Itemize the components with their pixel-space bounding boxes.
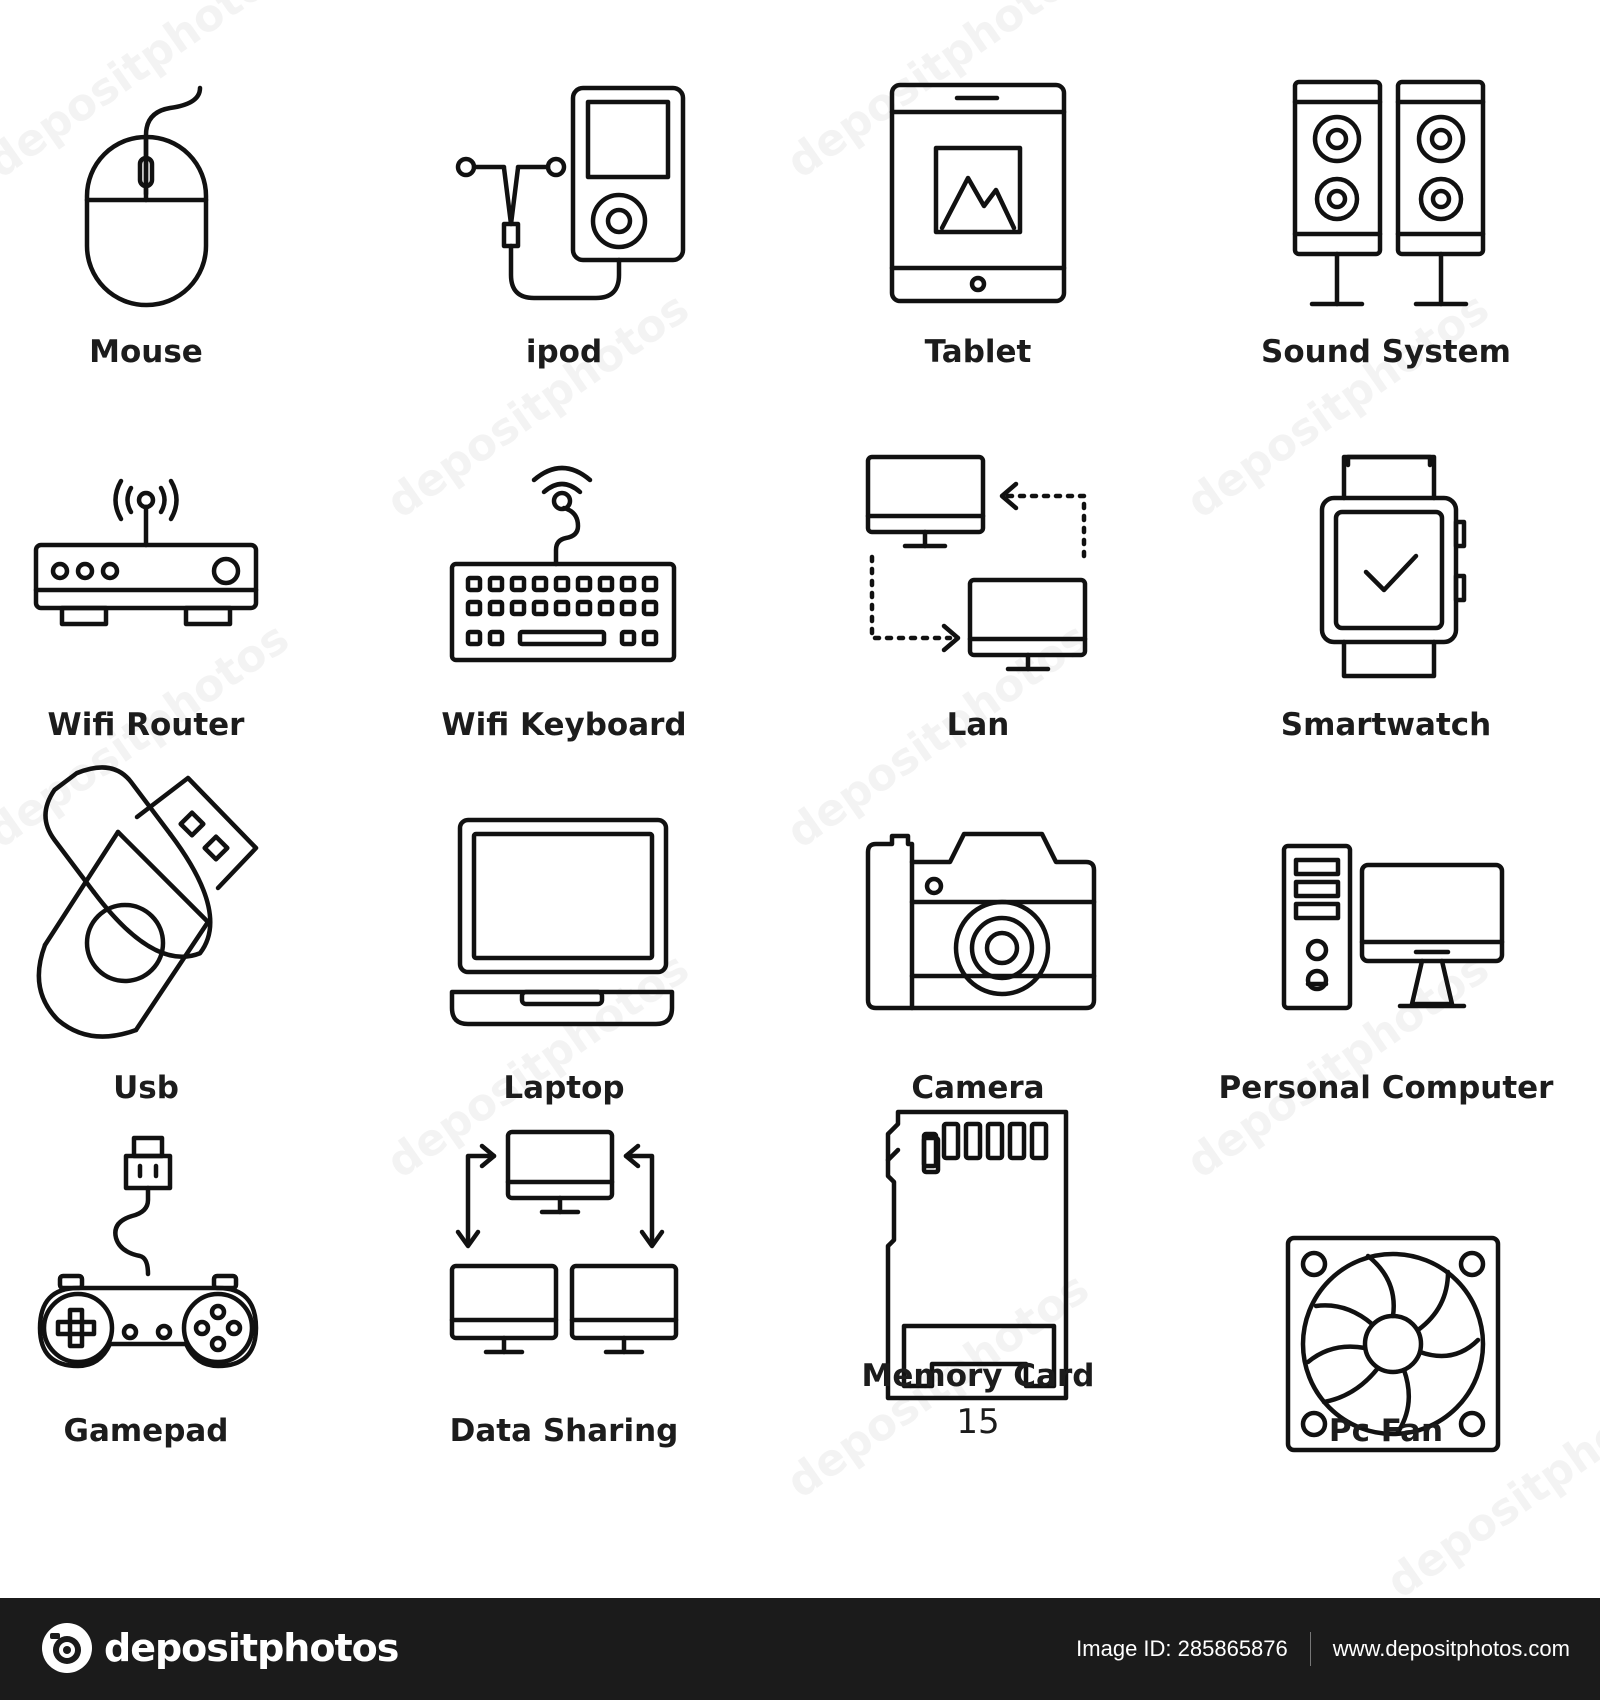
wifi-keyboard-icon [449,465,677,663]
image-id: Image ID: 285865876 [1076,1636,1288,1661]
key-icon [597,575,615,593]
gamepad-icon [37,1135,259,1369]
lan-icon [865,454,1088,672]
memory-card-icon [885,1109,1069,1401]
site-url[interactable]: www.depositphotos.com [1332,1636,1570,1661]
icon-tile-memory-card: Memory Card 15 [832,1109,1248,1540]
icon-label: Mouse [89,334,203,370]
laptop-icon [449,817,675,1027]
icon-label: Memory Card [861,1358,1095,1394]
key-icon [575,575,593,593]
key-icon [619,599,637,617]
tablet-icon [889,82,1067,304]
personal-computer-icon [1281,843,1505,1011]
key-icon [641,629,659,647]
key-icon [465,599,483,617]
icon-tile-sound-system: Sound System [1248,0,1600,380]
icon-tile-mouse: Mouse [0,0,300,380]
icon-label: Usb [113,1070,179,1106]
wifi-router-icon [33,478,259,627]
sound-system-icon [1292,79,1486,307]
icon-tile-usb: Usb [0,740,300,1120]
divider [1309,1632,1311,1666]
key-icon [531,575,549,593]
key-icon [641,599,659,617]
key-icon [487,629,505,647]
icon-label: Data Sharing [449,1413,679,1449]
icon-tile-wifi-router: Wifi Router [0,380,300,743]
icon-tile-data-sharing: Data Sharing [416,1120,832,1540]
key-icon [619,629,637,647]
data-sharing-icon [449,1129,679,1355]
icon-tile-tablet: Tablet [832,0,1248,380]
icon-label: Laptop [503,1070,625,1106]
icon-label: Lan [946,707,1010,743]
key-icon [509,599,527,617]
icon-tile-smartwatch: Smartwatch [1248,380,1600,743]
smartwatch-icon [1319,454,1467,679]
key-icon [619,575,637,593]
key-icon [465,575,483,593]
icon-count: 15 [956,1402,1000,1442]
icon-tile-laptop: Laptop [416,740,832,1120]
key-icon [641,575,659,593]
icon-tile-gamepad: Gamepad [0,1120,300,1540]
key-icon [465,629,483,647]
icon-tile-ipod: ipod [416,0,832,380]
key-icon [553,575,571,593]
ipod-icon [455,85,686,301]
icon-label: Wifi Keyboard [441,707,687,743]
usb-icon [36,765,259,1039]
pc-fan-icon [1285,1235,1501,1453]
icon-label: Sound System [1261,334,1511,370]
key-icon [487,599,505,617]
icon-label: ipod [525,334,603,370]
mouse-icon [84,85,209,308]
icon-tile-camera: Camera [832,740,1248,1120]
icon-tile-wifi-keyboard: Wifi Keyboard [416,380,832,743]
icon-tile-pc-fan: Pc Fan [1248,1120,1600,1540]
icon-tile-personal-computer: Personal Computer [1219,740,1600,1120]
key-icon [575,599,593,617]
image-meta: Image ID: 285865876 www.depositphotos.co… [1076,1598,1570,1700]
icon-tile-lan: Lan [832,380,1248,743]
key-icon [487,575,505,593]
camera-logo-icon [42,1623,92,1673]
icon-label: Smartwatch [1280,707,1492,743]
key-icon [553,599,571,617]
icon-label: Personal Computer [1218,1070,1554,1106]
icon-label: Wifi Router [47,707,245,743]
icon-label: Gamepad [63,1413,229,1449]
brand-logo: depositphotos [40,1618,399,1678]
camera-icon [865,831,1097,1011]
key-icon [597,599,615,617]
footer-bar: depositphotos Image ID: 285865876 www.de… [0,1598,1600,1700]
icon-label: Pc Fan [1328,1413,1444,1449]
icon-label: Tablet [924,334,1032,370]
key-icon [531,599,549,617]
brand-name: depositphotos [104,1626,399,1670]
icon-label: Camera [911,1070,1045,1106]
key-icon [509,575,527,593]
